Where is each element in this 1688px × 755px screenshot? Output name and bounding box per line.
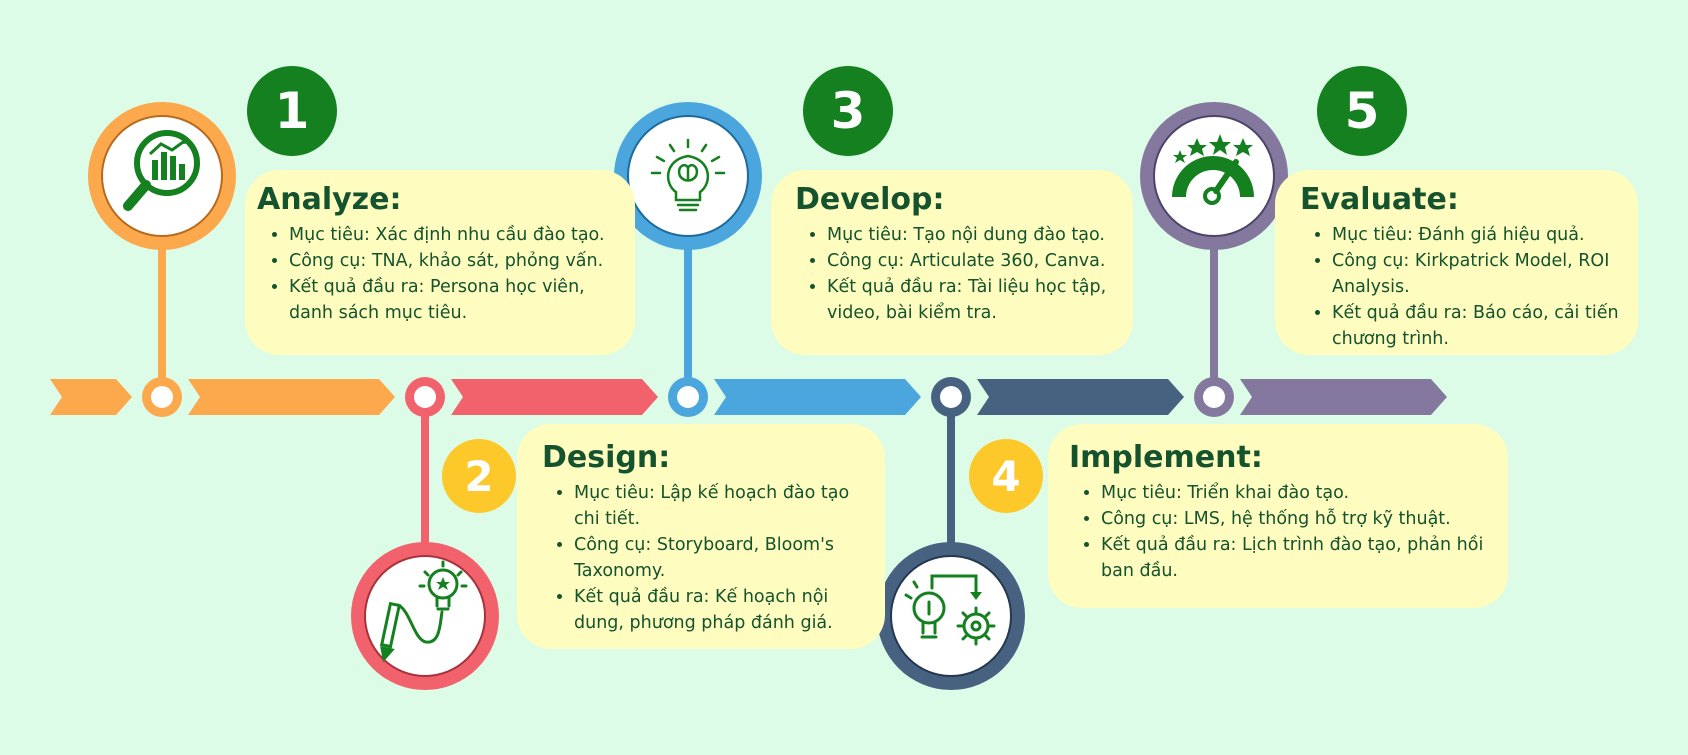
step-1-pin <box>88 102 236 417</box>
step-1-bullet-output: Kết quả đầu ra: Persona học viên, danh s… <box>289 274 623 326</box>
step-5-card: Evaluate: Mục tiêu: Đánh giá hiệu quả. C… <box>1275 170 1638 355</box>
magnifier-chart-icon <box>123 130 200 211</box>
step-5-pin <box>1140 102 1288 417</box>
step-4-bullet-goal: Mục tiêu: Triển khai đào tạo. <box>1101 480 1496 506</box>
step-5-number-badge: 5 <box>1317 66 1407 156</box>
brain-lightbulb-icon <box>650 138 726 212</box>
timeline-arrow-2 <box>451 379 658 415</box>
step-5-title: Evaluate: <box>1300 182 1459 217</box>
step-2-bullets: Mục tiêu: Lập kế hoạch đào tạo chi tiết.… <box>542 480 873 636</box>
step-1-bullets: Mục tiêu: Xác định nhu cầu đào tạo. Công… <box>257 222 623 326</box>
step-2-number-badge: 2 <box>442 439 516 513</box>
step-4-pin <box>877 377 1025 690</box>
step-4-bullet-output: Kết quả đầu ra: Lịch trình đào tạo, phản… <box>1101 532 1496 584</box>
timeline-arrow-3 <box>714 379 921 415</box>
step-4-card: Implement: Mục tiêu: Triển khai đào tạo.… <box>1048 424 1508 608</box>
step-3-card: Develop: Mục tiêu: Tạo nội dung đào tạo.… <box>771 170 1133 355</box>
step-4-title: Implement: <box>1069 440 1263 475</box>
step-4-bullets: Mục tiêu: Triển khai đào tạo. Công cụ: L… <box>1069 480 1496 584</box>
step-2-title: Design: <box>542 440 671 475</box>
step-1-card: Analyze: Mục tiêu: Xác định nhu cầu đào … <box>245 170 635 355</box>
step-3-title: Develop: <box>795 182 945 217</box>
step-3-bullets: Mục tiêu: Tạo nội dung đào tạo. Công cụ:… <box>795 222 1121 326</box>
step-1-bullet-tools: Công cụ: TNA, khảo sát, phỏng vấn. <box>289 248 623 274</box>
lightbulb-gear-icon <box>904 574 996 646</box>
step-3-bullet-goal: Mục tiêu: Tạo nội dung đào tạo. <box>827 222 1121 248</box>
step-2-pin <box>351 377 499 690</box>
step-1-bullet-goal: Mục tiêu: Xác định nhu cầu đào tạo. <box>289 222 623 248</box>
timeline-arrow-start <box>50 379 132 415</box>
step-2-bullet-output: Kết quả đầu ra: Kế hoạch nội dung, phươn… <box>574 584 873 636</box>
timeline-arrow-1 <box>188 379 395 415</box>
step-1-title: Analyze: <box>257 182 402 217</box>
step-2-card: Design: Mục tiêu: Lập kế hoạch đào tạo c… <box>517 424 885 649</box>
pencil-lightbulb-icon <box>379 560 468 663</box>
step-3-bullet-tools: Công cụ: Articulate 360, Canva. <box>827 248 1121 274</box>
step-4-number-badge: 4 <box>969 439 1043 513</box>
timeline-arrow-4 <box>977 379 1184 415</box>
step-1-number-badge: 1 <box>247 66 337 156</box>
step-2-bullet-goal: Mục tiêu: Lập kế hoạch đào tạo chi tiết. <box>574 480 873 532</box>
step-3-bullet-output: Kết quả đầu ra: Tài liệu học tập, video,… <box>827 274 1121 326</box>
step-5-bullet-goal: Mục tiêu: Đánh giá hiệu quả. <box>1332 222 1626 248</box>
step-4-bullet-tools: Công cụ: LMS, hệ thống hỗ trợ kỹ thuật. <box>1101 506 1496 532</box>
step-5-bullet-output: Kết quả đầu ra: Báo cáo, cải tiến chương… <box>1332 300 1626 352</box>
timeline-arrows <box>50 379 1447 415</box>
gauge-stars-icon <box>1172 134 1254 205</box>
step-3-number-badge: 3 <box>803 66 893 156</box>
step-5-bullets: Mục tiêu: Đánh giá hiệu quả. Công cụ: Ki… <box>1300 222 1626 352</box>
step-3-pin <box>614 102 762 417</box>
step-5-bullet-tools: Công cụ: Kirkpatrick Model, ROI Analysis… <box>1332 248 1626 300</box>
step-2-bullet-tools: Công cụ: Storyboard, Bloom's Taxonomy. <box>574 532 873 584</box>
timeline-arrow-5 <box>1240 379 1447 415</box>
